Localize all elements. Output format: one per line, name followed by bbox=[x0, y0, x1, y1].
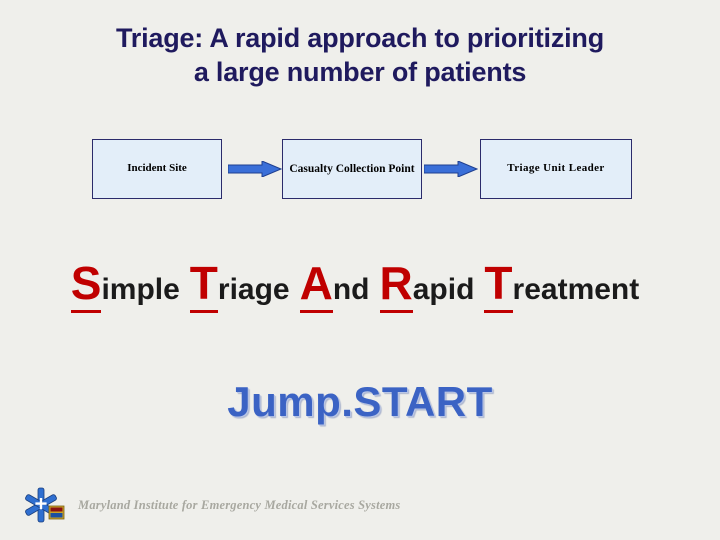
acronym-cap-t2: T bbox=[484, 257, 513, 313]
acronym-cap-r: R bbox=[379, 257, 413, 313]
flow-box-label: Incident Site bbox=[127, 162, 187, 175]
flow-box-triage-unit-leader: Triage Unit Leader bbox=[480, 139, 632, 199]
triage-flow-diagram: Incident Site Casualty Collection Point … bbox=[92, 139, 632, 199]
flow-box-casualty-collection-point: Casualty Collection Point bbox=[282, 139, 422, 199]
acronym-word-rapid: Rapid bbox=[379, 257, 475, 313]
acronym-word-triage: Triage bbox=[189, 257, 290, 313]
flow-box-label: Casualty Collection Point bbox=[289, 162, 415, 175]
page-title-line-1: Triage: A rapid approach to prioritizing bbox=[115, 23, 605, 53]
page-title-line-2: a large number of patients bbox=[193, 56, 527, 87]
footer: Maryland Institute for Emergency Medical… bbox=[0, 478, 720, 540]
page-title: Triage: A rapid approach to prioritizing… bbox=[36, 22, 684, 90]
acronym-cap-t1: T bbox=[189, 257, 218, 313]
acronym-rest-simple: imple bbox=[101, 273, 180, 306]
arrow-right-icon bbox=[423, 160, 479, 178]
acronym-cap-s: S bbox=[70, 257, 102, 313]
acronym-rest-triage: riage bbox=[217, 273, 290, 306]
footer-text: Maryland Institute for Emergency Medical… bbox=[78, 498, 401, 512]
acronym-rest-treatment: reatment bbox=[512, 273, 640, 306]
acronym-word-and: And bbox=[299, 257, 370, 313]
arrow-right-icon bbox=[227, 160, 283, 178]
star-of-life-icon bbox=[24, 486, 70, 528]
acronym-cap-a: A bbox=[299, 257, 333, 313]
jumpstart-heading: Jump.START bbox=[227, 378, 493, 425]
acronym-rest-rapid: apid bbox=[412, 273, 475, 306]
acronym-word-treatment: Treatment bbox=[484, 257, 640, 313]
flow-box-label: Triage Unit Leader bbox=[507, 162, 605, 175]
acronym-rest-and: nd bbox=[332, 273, 370, 306]
flow-box-incident-site: Incident Site bbox=[92, 139, 222, 199]
acronym-word-simple: Simple bbox=[70, 257, 180, 313]
